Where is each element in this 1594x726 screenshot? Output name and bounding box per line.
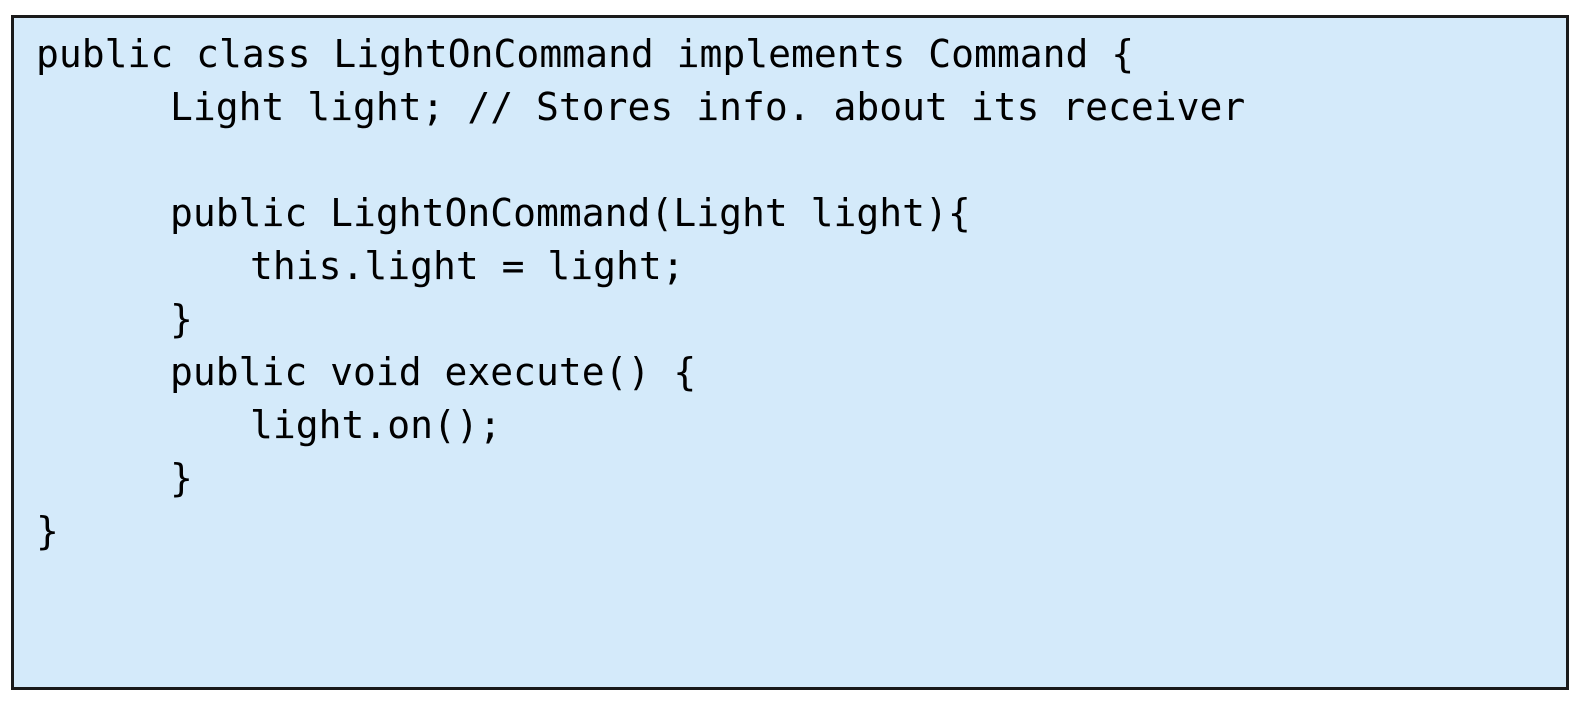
code-line-class-declaration: public class LightOnCommand implements C… [36,32,1135,76]
code-line-field-declaration: Light light; // Stores info. about its r… [170,85,1246,129]
code-line-execute-body: light.on(); [250,403,502,447]
code-line-blank [14,134,1566,187]
code-line-execute-signature: public void execute() { [170,350,697,394]
code-block: public class LightOnCommand implements C… [11,15,1569,690]
code-line-execute-close: } [170,456,193,500]
code-line-constructor-body: this.light = light; [250,244,685,288]
code-line-class-close: } [36,509,59,553]
code-line-constructor-close: } [170,297,193,341]
code-line-constructor-signature: public LightOnCommand(Light light){ [170,191,971,235]
